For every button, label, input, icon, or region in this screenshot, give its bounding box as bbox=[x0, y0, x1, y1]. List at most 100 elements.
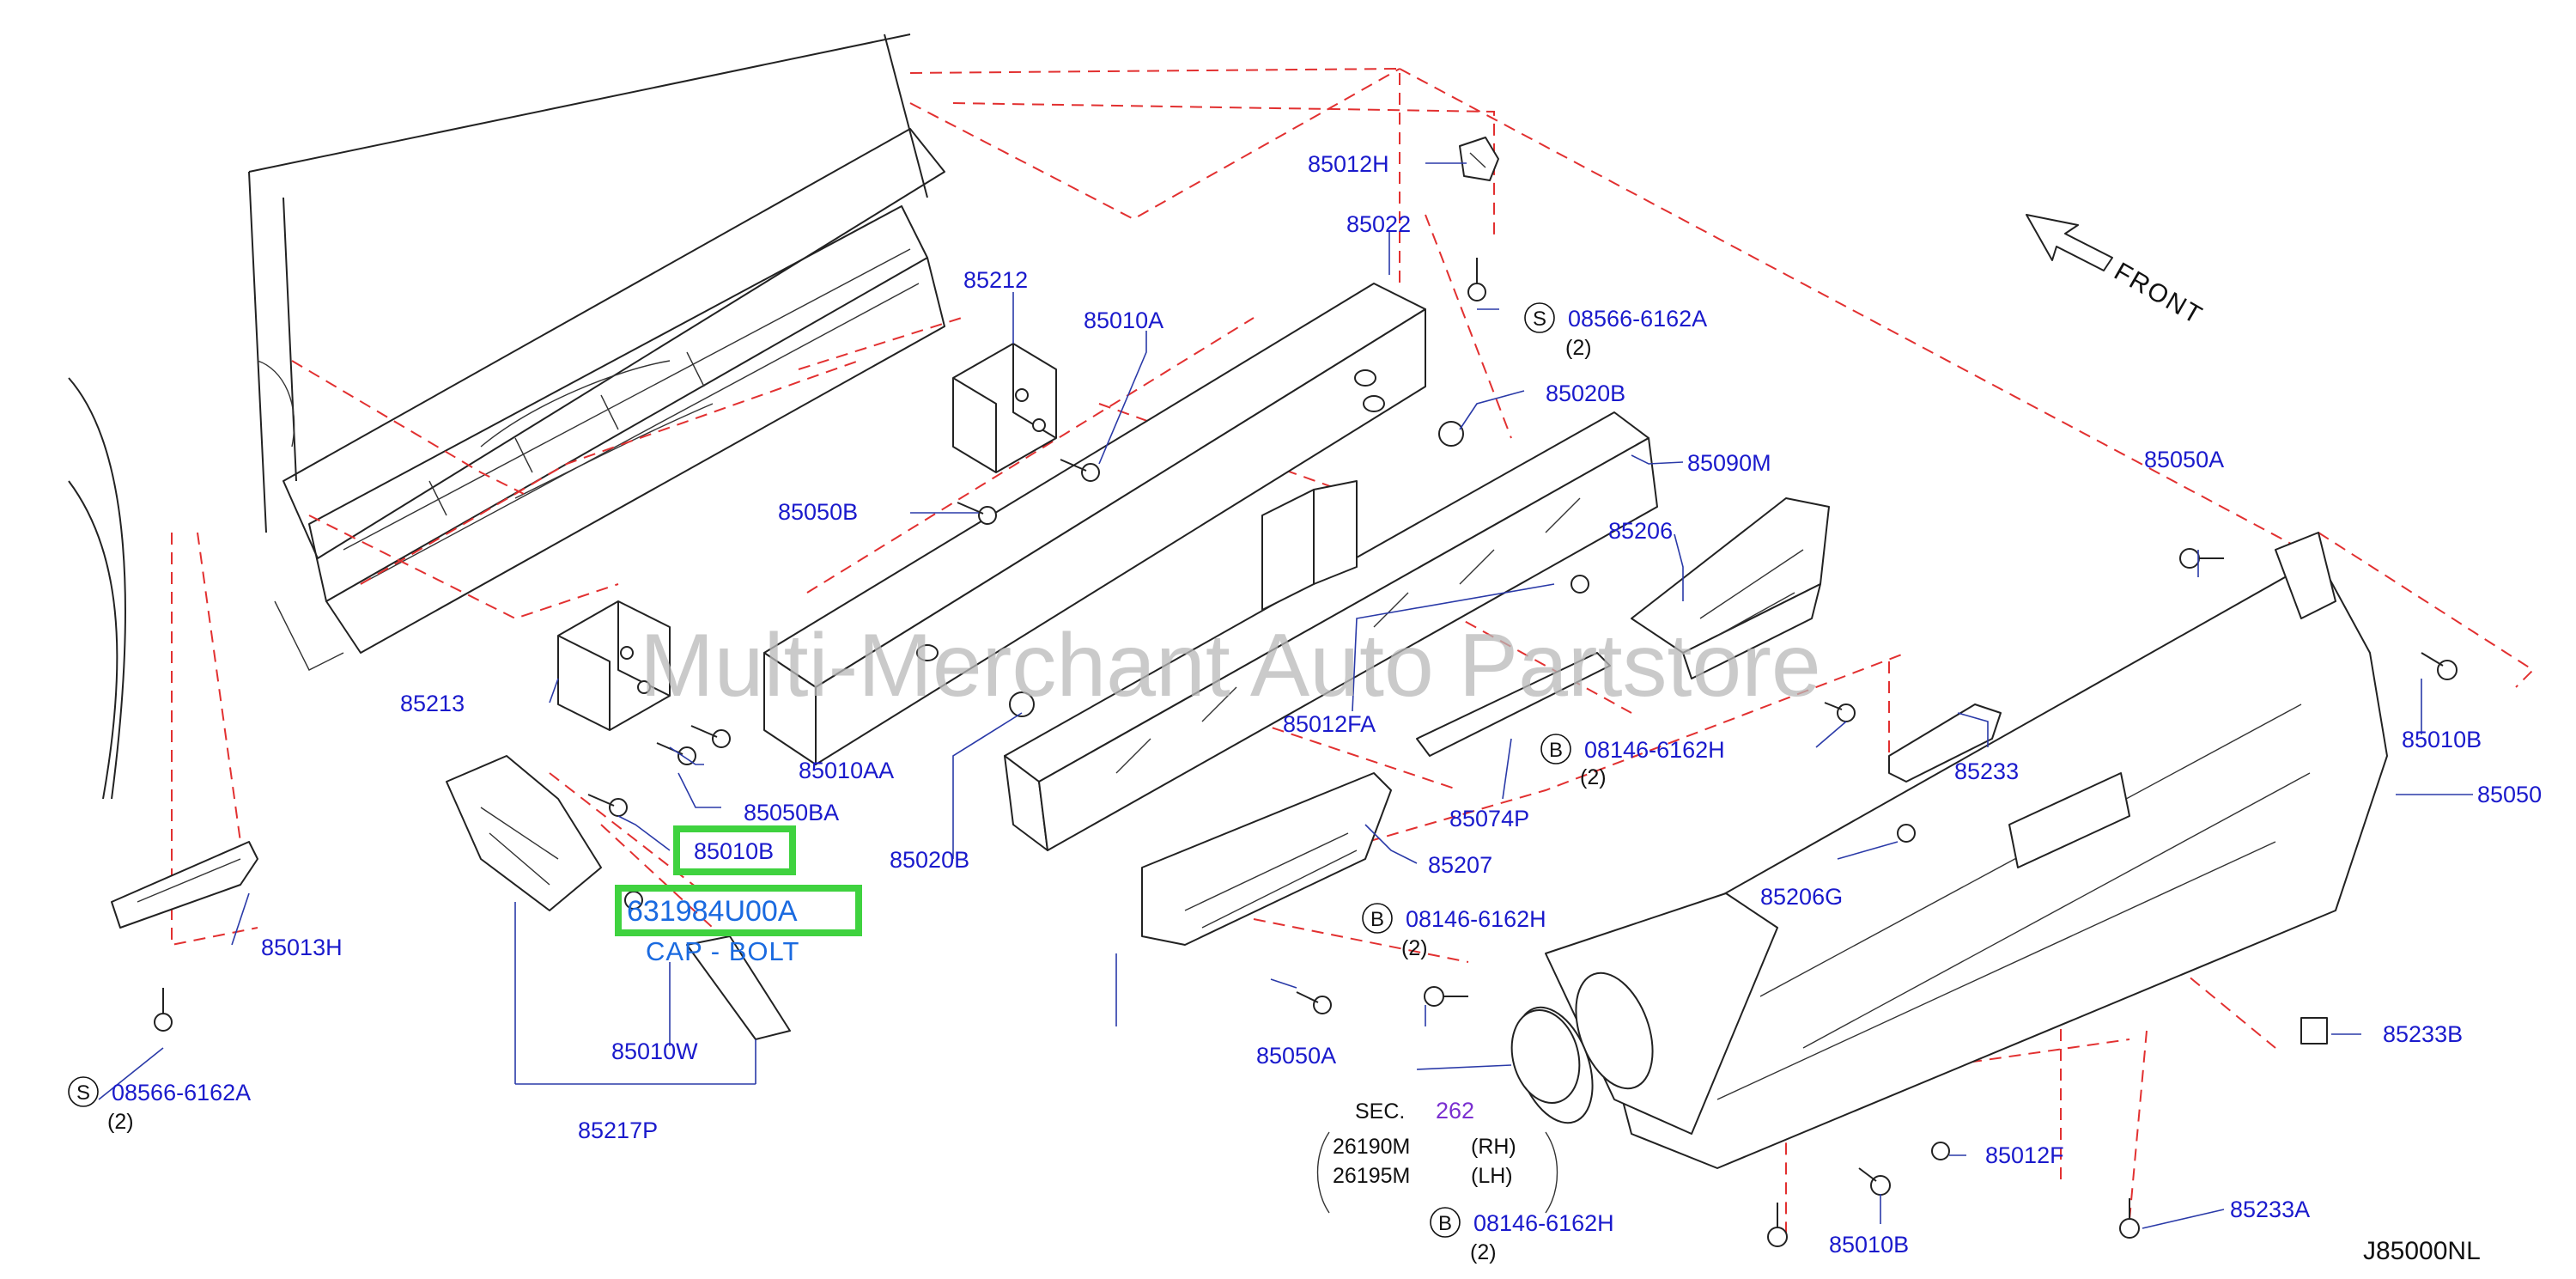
bolt-code: B bbox=[1438, 1212, 1452, 1235]
side-bracket-85206[interactable] bbox=[1631, 497, 1830, 679]
bolt-part[interactable]: 08566-6162A bbox=[112, 1080, 251, 1105]
sec-prefix: SEC. bbox=[1355, 1099, 1405, 1124]
bolt-code: B bbox=[1370, 908, 1384, 931]
nut-icon bbox=[1438, 421, 1464, 447]
label-85010B-highlighted[interactable]: 85010B bbox=[694, 838, 774, 864]
bracket-85213[interactable] bbox=[557, 600, 671, 731]
highlight-631984U00A[interactable]: 631984U00A CAP - BOLT bbox=[615, 885, 862, 966]
highlight-part-number[interactable]: 631984U00A bbox=[627, 895, 798, 928]
section-reference[interactable]: SEC. 262 26190M (RH) 26195M (LH) bbox=[1316, 1098, 1558, 1214]
front-arrow-icon bbox=[2026, 214, 2113, 271]
bolt-callout-4[interactable]: S 08566-6162A (2) bbox=[68, 1076, 251, 1134]
highlight-part-desc: CAP - BOLT bbox=[646, 936, 799, 966]
label-85213[interactable]: 85213 bbox=[400, 691, 465, 716]
label-85050A-b[interactable]: 85050A bbox=[1256, 1043, 1336, 1069]
bolt-icon bbox=[1296, 991, 1332, 1014]
bolt-icon bbox=[2119, 1198, 2140, 1239]
strap-85074P[interactable] bbox=[1416, 652, 1611, 757]
part-labels: 85012H 85022 85212 85010A 85020B 85090M … bbox=[261, 151, 2542, 1258]
label-85020B-b[interactable]: 85020B bbox=[890, 847, 969, 873]
sec-row-part: 26190M bbox=[1333, 1135, 1410, 1159]
bolt-icon bbox=[957, 502, 997, 525]
bumper-fascia-85050[interactable] bbox=[1588, 532, 2388, 1169]
clip-icon bbox=[1897, 824, 1916, 843]
bolt-part[interactable]: 08566-6162A bbox=[1568, 306, 1707, 332]
reinforcement-beam-85022[interactable] bbox=[763, 283, 1426, 765]
bolt-icon bbox=[2179, 548, 2224, 569]
bolt-icon bbox=[1060, 459, 1100, 482]
bolt-callout-1[interactable]: S 08566-6162A (2) bbox=[1524, 302, 1707, 360]
sec-ref[interactable]: 262 bbox=[1436, 1098, 1474, 1124]
plug-icon bbox=[1510, 1008, 1581, 1105]
bolt-icon bbox=[154, 988, 173, 1032]
bolt-part[interactable]: 08146-6162H bbox=[1473, 1210, 1614, 1236]
bolt-icon bbox=[690, 725, 731, 748]
label-85013H[interactable]: 85013H bbox=[261, 935, 343, 960]
nut-icon bbox=[1009, 691, 1035, 717]
label-85010A[interactable]: 85010A bbox=[1084, 308, 1163, 333]
bracket-85013H[interactable] bbox=[111, 841, 258, 929]
label-85233B[interactable]: 85233B bbox=[2383, 1021, 2463, 1047]
label-85050[interactable]: 85050 bbox=[2477, 782, 2542, 807]
label-85074P[interactable]: 85074P bbox=[1449, 806, 1529, 831]
sec-row-side: (RH) bbox=[1471, 1135, 1516, 1159]
bolt-part[interactable]: 08146-6162H bbox=[1584, 737, 1725, 763]
bolt-icon bbox=[2421, 652, 2458, 680]
label-85206[interactable]: 85206 bbox=[1608, 518, 1673, 544]
label-85217P[interactable]: 85217P bbox=[578, 1118, 658, 1143]
bolt-icon bbox=[1767, 1203, 1788, 1247]
bolt-callout-5[interactable]: B 08146-6162H (2) bbox=[1430, 1207, 1614, 1264]
bolt-qty: (2) bbox=[1580, 765, 1607, 789]
side-bracket-85217P[interactable] bbox=[446, 755, 791, 1040]
highlight-85010B[interactable]: 85010B bbox=[673, 825, 796, 875]
bolt-callout-2[interactable]: B 08146-6162H (2) bbox=[1540, 734, 1725, 789]
vehicle-body-outline bbox=[68, 33, 945, 800]
label-85010B-c[interactable]: 85010B bbox=[1829, 1232, 1909, 1258]
front-label: FRONT bbox=[2110, 257, 2208, 330]
label-85010AA[interactable]: 85010AA bbox=[799, 758, 894, 783]
bolt-code: S bbox=[1533, 308, 1546, 331]
bolt-code: S bbox=[76, 1081, 90, 1105]
side-bracket-85207[interactable] bbox=[1141, 772, 1392, 946]
sec-row-part: 26195M bbox=[1333, 1164, 1410, 1188]
diagram-code: J85000NL bbox=[2363, 1237, 2481, 1265]
label-85020B-a[interactable]: 85020B bbox=[1546, 381, 1625, 406]
fasteners bbox=[154, 258, 2458, 1247]
bolt-part[interactable]: 08146-6162H bbox=[1406, 906, 1546, 932]
bolt-icon bbox=[1858, 1167, 1891, 1196]
label-85212[interactable]: 85212 bbox=[963, 267, 1028, 293]
label-85022[interactable]: 85022 bbox=[1346, 211, 1411, 237]
clip-icon bbox=[2300, 1017, 2328, 1045]
clip-icon bbox=[1931, 1142, 1950, 1160]
bolt-callout-3[interactable]: B 08146-6162H (2) bbox=[1362, 903, 1546, 960]
clip-icon bbox=[1571, 575, 1589, 594]
bracket-85212[interactable] bbox=[952, 343, 1057, 473]
label-85012H[interactable]: 85012H bbox=[1308, 151, 1389, 177]
label-85012F[interactable]: 85012F bbox=[1985, 1142, 2064, 1168]
bolt-icon bbox=[1467, 258, 1486, 301]
energy-absorber-85090M[interactable] bbox=[1004, 411, 1658, 851]
label-85233[interactable]: 85233 bbox=[1954, 758, 2019, 784]
bracket-85233[interactable] bbox=[1888, 703, 2002, 783]
bolt-qty: (2) bbox=[1470, 1240, 1497, 1264]
label-85090M[interactable]: 85090M bbox=[1687, 450, 1771, 476]
bolt-qty: (2) bbox=[1565, 336, 1592, 360]
bolt-icon bbox=[1424, 986, 1468, 1007]
label-85207[interactable]: 85207 bbox=[1428, 852, 1492, 878]
label-85010W[interactable]: 85010W bbox=[611, 1038, 698, 1064]
label-85206G[interactable]: 85206G bbox=[1760, 884, 1843, 910]
clip-85012H[interactable] bbox=[1459, 137, 1499, 181]
bolt-icon bbox=[587, 794, 628, 817]
sec-row-side: (LH) bbox=[1471, 1164, 1513, 1188]
label-85050A-a[interactable]: 85050A bbox=[2144, 447, 2224, 472]
watermark: Multi-Merchant Auto Partstore bbox=[640, 616, 1821, 716]
label-85233A[interactable]: 85233A bbox=[2230, 1197, 2310, 1222]
label-85050B-a[interactable]: 85050B bbox=[778, 499, 858, 525]
bolt-qty: (2) bbox=[1401, 936, 1428, 960]
bolt-qty: (2) bbox=[107, 1110, 134, 1134]
label-85050BA[interactable]: 85050BA bbox=[744, 800, 839, 825]
label-85012FA[interactable]: 85012FA bbox=[1283, 711, 1376, 737]
label-85010B-b[interactable]: 85010B bbox=[2402, 727, 2482, 752]
